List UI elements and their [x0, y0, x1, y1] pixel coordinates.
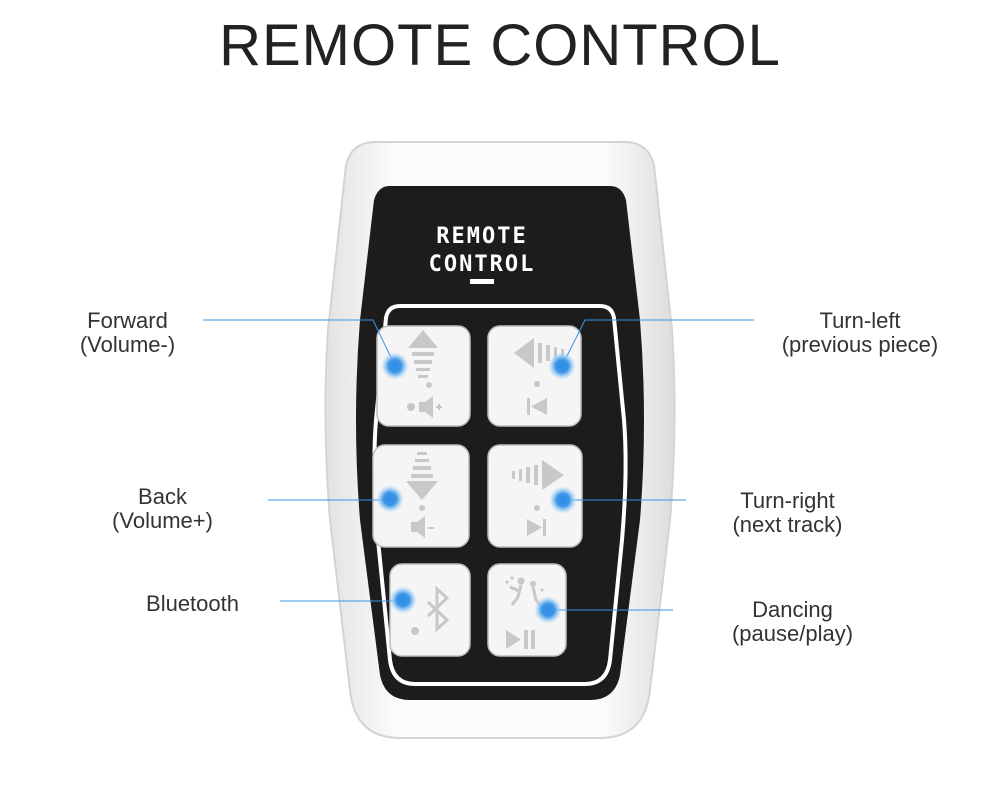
back-sublabel: (Volume+)	[112, 508, 213, 533]
device-label-line1: REMOTE	[436, 224, 527, 249]
forward-button[interactable]	[376, 325, 471, 427]
turn-right-button[interactable]	[487, 444, 583, 548]
forward-arrow-icon	[408, 330, 438, 378]
back-label: Back	[138, 484, 187, 509]
callout-leaders	[203, 319, 754, 611]
previous-track-icon	[527, 398, 547, 415]
turn-left-leader	[561, 319, 754, 367]
turn-right-dot	[549, 486, 577, 514]
back-button[interactable]	[372, 444, 470, 548]
indicator-dots	[376, 352, 577, 624]
bluetooth-button[interactable]	[389, 563, 471, 657]
turn-left-sublabel: (previous piece)	[781, 332, 939, 357]
dancing-callout: Dancing (pause/play)	[705, 598, 880, 646]
dancing-dot	[534, 596, 562, 624]
turn-left-callout: Turn-left (previous piece)	[765, 309, 955, 357]
volume-up-icon	[411, 516, 434, 538]
page-title: REMOTE CONTROL	[219, 13, 781, 78]
back-callout: Back (Volume+)	[95, 485, 230, 533]
bluetooth-label: Bluetooth	[146, 591, 239, 616]
turn-right-callout: Turn-right (next track)	[700, 489, 875, 537]
bluetooth-callout: Bluetooth	[120, 592, 265, 616]
forward-leader	[203, 319, 396, 367]
remote-inner-outline	[372, 304, 628, 686]
device-label-bar	[470, 279, 494, 284]
forward-dot	[381, 352, 409, 380]
turn-right-label: Turn-right	[740, 488, 835, 513]
right-arrow-icon	[512, 460, 564, 490]
device-label-line2: CONTROL	[429, 252, 536, 277]
turn-left-button[interactable]	[487, 325, 582, 427]
turn-right-sublabel: (next track)	[732, 512, 843, 537]
turn-left-dot	[548, 352, 576, 380]
dancing-sublabel: (pause/play)	[731, 621, 854, 646]
forward-callout: Forward (Volume-)	[60, 309, 195, 357]
forward-label: Forward	[87, 308, 168, 333]
play-pause-icon	[506, 630, 535, 649]
bluetooth-icon	[426, 585, 450, 633]
volume-down-icon	[419, 396, 442, 418]
bluetooth-dot	[389, 586, 417, 614]
forward-sublabel: (Volume-)	[79, 332, 176, 357]
next-track-icon	[527, 519, 546, 536]
back-arrow-icon	[406, 452, 438, 500]
back-dot	[376, 485, 404, 513]
turn-left-label: Turn-left	[819, 308, 901, 333]
dancing-label: Dancing	[752, 597, 833, 622]
